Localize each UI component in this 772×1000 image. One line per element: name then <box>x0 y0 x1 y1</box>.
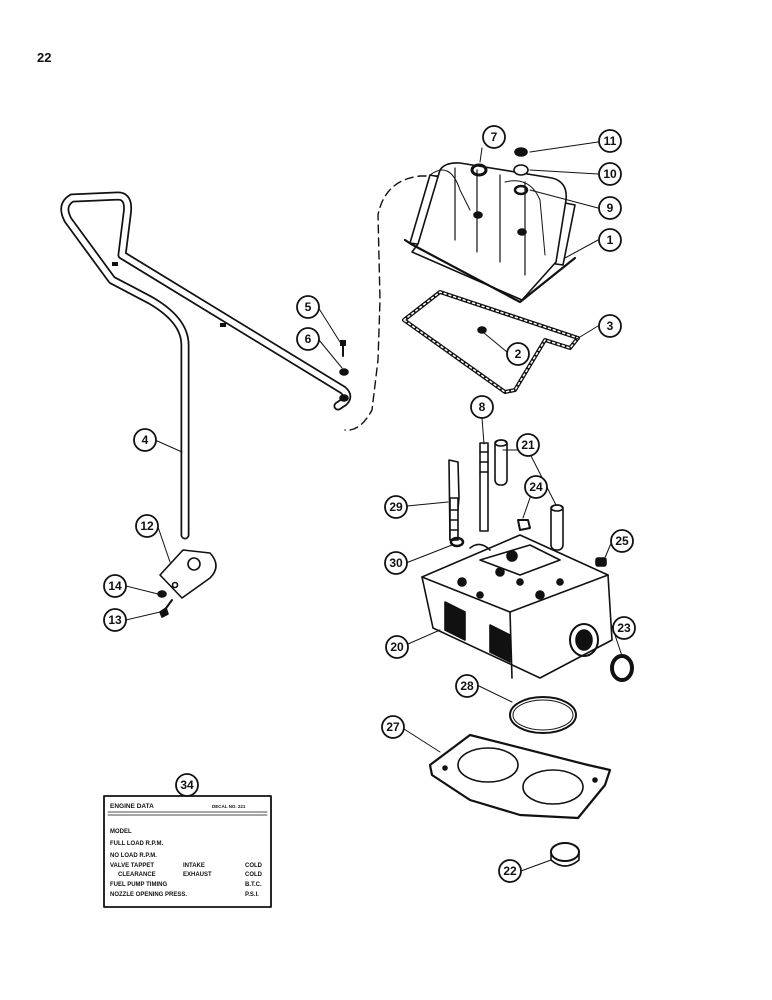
callout-3: 3 <box>607 319 614 333</box>
callout-22: 22 <box>503 864 517 878</box>
callout-1-circle <box>598 228 622 252</box>
callout-10: 10 <box>603 167 617 181</box>
callout-21: 21 <box>521 438 535 452</box>
callout-20-circle <box>385 635 409 659</box>
decal-number: DECAL NO. 221 <box>212 804 246 809</box>
cylinder-head <box>421 534 613 679</box>
callout-30: 30 <box>389 556 403 570</box>
decal-psi: P.S.I. <box>245 892 259 898</box>
callout-8-circle <box>470 395 494 419</box>
callout-1: 1 <box>607 233 614 247</box>
valve-cover-gasket <box>402 290 580 394</box>
decal-intake: INTAKE <box>183 863 205 869</box>
callout-24-circle <box>524 475 548 499</box>
o-ring <box>509 696 577 734</box>
decal-title: ENGINE DATA <box>110 803 154 810</box>
callout-14-circle <box>103 574 127 598</box>
bracket-nut-bolt <box>157 590 173 618</box>
callout-34-circle <box>175 773 199 797</box>
page-number: 22 <box>37 50 52 65</box>
sleeve-seal <box>610 654 634 682</box>
callout-10-circle <box>598 162 622 186</box>
callout-12: 12 <box>140 519 154 533</box>
callout-27: 27 <box>386 720 400 734</box>
dashed-leader <box>344 175 479 431</box>
callout-25-circle <box>610 529 634 553</box>
callout-23-circle <box>612 616 636 640</box>
callout-3-circle <box>598 314 622 338</box>
callout-4-circle <box>133 428 157 452</box>
callout-7: 7 <box>491 130 498 144</box>
callout-22-circle <box>498 859 522 883</box>
callout-12-circle <box>135 514 159 538</box>
callout-28: 28 <box>460 679 474 693</box>
decal-no-load: NO LOAD R.P.M. <box>110 853 157 859</box>
callout-11-circle <box>598 129 622 153</box>
callout-30-circle <box>384 551 408 575</box>
engine-data-decal <box>103 795 272 908</box>
callout-27-circle <box>381 715 405 739</box>
callout-29-circle <box>384 495 408 519</box>
decal-nozzle: NOZZLE OPENING PRESS. <box>110 892 187 898</box>
decal-full-load: FULL LOAD R.P.M. <box>110 841 163 847</box>
callout-5: 5 <box>305 300 312 314</box>
callout-13-circle <box>103 608 127 632</box>
callout-25: 25 <box>615 534 629 548</box>
callout-23: 23 <box>617 621 631 635</box>
decal-fuel-pump: FUEL PUMP TIMING <box>110 882 167 888</box>
callout-14: 14 <box>108 579 122 593</box>
callout-34: 34 <box>180 778 194 792</box>
leader-lines <box>125 141 623 872</box>
callout-20: 20 <box>390 640 404 654</box>
head-gasket <box>428 733 612 820</box>
callout-8: 8 <box>479 400 486 414</box>
callout-6: 6 <box>305 332 312 346</box>
injector-seal <box>550 842 580 867</box>
decal-cold-intake: COLD <box>245 863 263 869</box>
decal-exhaust: EXHAUST <box>183 872 212 878</box>
decal-model: MODEL <box>110 829 132 835</box>
cover-hardware <box>470 147 529 196</box>
callout-2-circle <box>506 342 530 366</box>
callout-4: 4 <box>142 433 149 447</box>
decal-valve-tappet: VALVE TAPPET <box>110 863 154 869</box>
tube-bracket <box>159 549 217 599</box>
callout-6-circle <box>296 327 320 351</box>
decal-cold-exhaust: COLD <box>245 872 263 878</box>
valve-cover <box>403 162 577 304</box>
callout-7-circle <box>482 125 506 149</box>
callout-9: 9 <box>607 201 614 215</box>
callout-29: 29 <box>389 500 403 514</box>
callout-24: 24 <box>529 480 543 494</box>
decal-clearance: CLEARANCE <box>118 872 156 878</box>
callout-13: 13 <box>108 613 122 627</box>
callout-2: 2 <box>515 347 522 361</box>
decal-btc: B.T.C. <box>245 882 262 888</box>
callout-28-circle <box>455 674 479 698</box>
breather-tube <box>60 191 352 540</box>
callout-9-circle <box>598 196 622 220</box>
callout-11: 11 <box>604 134 617 148</box>
callout-5-circle <box>296 295 320 319</box>
callout-21-circle <box>516 433 540 457</box>
small-screw <box>339 340 349 376</box>
